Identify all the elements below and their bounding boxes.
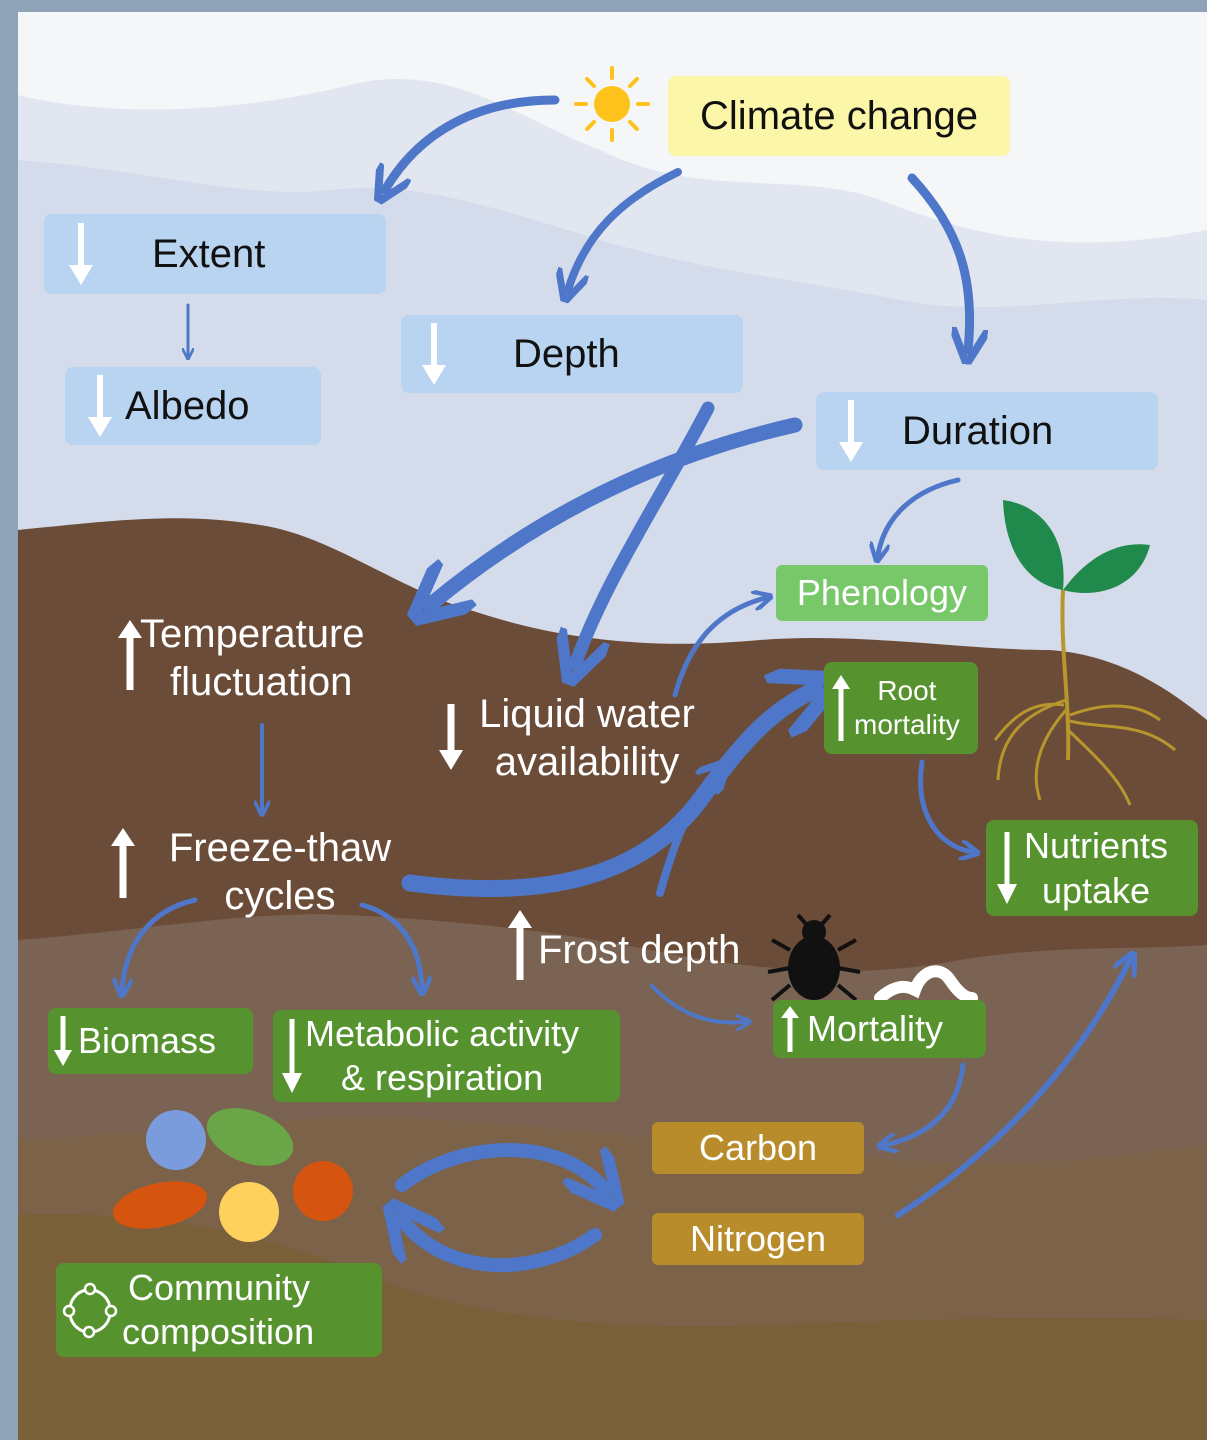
- freeze-line1: Freeze-thaw: [168, 826, 392, 870]
- liquid-water-text: Liquid water availability: [462, 690, 712, 786]
- arrow-community-to-carbon: [395, 1143, 605, 1190]
- extent-label: Extent: [152, 231, 266, 276]
- root-line2: mortality: [854, 709, 960, 740]
- arrow-climate-to-extent: [385, 95, 560, 190]
- arrow-carbon-to-community: [402, 1220, 602, 1272]
- extent-box: Extent: [44, 214, 386, 294]
- decrease-arrow-icon: [439, 704, 463, 770]
- albedo-box: Albedo: [65, 367, 321, 445]
- decrease-arrow-icon: [54, 1016, 72, 1066]
- duration-box: Duration: [816, 392, 1158, 470]
- arrow-nitrogen-to-nutrients: [895, 960, 1130, 1218]
- decrease-arrow-icon: [422, 323, 446, 385]
- arrow-freeze-to-root-mortality: [401, 690, 815, 898]
- nitrogen-box: Nitrogen: [652, 1213, 864, 1265]
- biomass-box: Biomass: [48, 1008, 253, 1074]
- decrease-arrow-icon: [839, 400, 863, 462]
- climate-change-box: Climate change: [668, 76, 1010, 156]
- community-composition-box: Community composition: [56, 1263, 382, 1357]
- temperature-line2: fluctuation: [170, 660, 353, 704]
- mortality-box: Mortality: [773, 1000, 986, 1058]
- duration-label: Duration: [902, 408, 1054, 453]
- depth-label: Depth: [513, 331, 620, 376]
- decrease-arrow-icon: [69, 223, 93, 285]
- increase-arrow-icon: [111, 828, 135, 898]
- climate-change-label: Climate change: [700, 93, 978, 138]
- arrow-root-to-nutrients: [918, 759, 972, 852]
- frost-label: Frost depth: [538, 928, 741, 972]
- community-line1: Community: [128, 1267, 311, 1309]
- increase-arrow-icon: [118, 620, 142, 690]
- depth-box: Depth: [401, 315, 743, 393]
- arrow-duration-to-phenology: [878, 477, 961, 555]
- nutrients-uptake-box: Nutrients uptake: [986, 820, 1198, 916]
- metabolic-activity-box: Metabolic activity & respiration: [273, 1010, 620, 1102]
- decrease-arrow-icon: [997, 832, 1017, 904]
- arrow-climate-to-duration: [907, 173, 970, 350]
- seedling-icon: [993, 500, 1176, 806]
- freeze-line2: cycles: [224, 874, 336, 918]
- decrease-arrow-icon: [88, 375, 112, 437]
- liquid-line2: availability: [494, 740, 680, 784]
- metabolic-line1: Metabolic activity: [305, 1013, 580, 1055]
- phenology-box: Phenology: [776, 565, 988, 621]
- cycle-icon: [62, 1282, 118, 1339]
- albedo-label: Albedo: [125, 383, 250, 428]
- liquid-line1: Liquid water: [479, 692, 695, 736]
- carbon-label: Carbon: [698, 1127, 818, 1168]
- root-mortality-box: Root mortality: [824, 662, 978, 754]
- arrow-mortality-to-carbon: [885, 1062, 966, 1145]
- arrow-liquid-to-phenology: [672, 598, 765, 698]
- freeze-thaw-text: Freeze-thaw cycles: [150, 824, 410, 920]
- arrow-freeze-to-metabolic: [359, 902, 422, 988]
- decrease-arrow-icon: [282, 1019, 302, 1093]
- metabolic-line2: & respiration: [341, 1057, 544, 1098]
- root-line1: Root: [877, 675, 937, 707]
- arrow-duration-to-temperature: [430, 417, 803, 605]
- arrow-liquid-to-root-branch: [656, 770, 720, 897]
- beetle-icon: [767, 913, 861, 1002]
- microbe-cluster-icon: [112, 1108, 353, 1242]
- worm-icon: [874, 965, 978, 1004]
- phenology-label: Phenology: [796, 572, 968, 613]
- increase-arrow-icon: [781, 1006, 799, 1052]
- arrow-climate-to-depth: [568, 168, 682, 290]
- temperature-line1: Temperature: [140, 612, 365, 656]
- nitrogen-label: Nitrogen: [689, 1218, 827, 1259]
- arrow-freeze-to-biomass: [122, 897, 198, 990]
- arrow-depth-to-liquid-water: [575, 401, 715, 665]
- frost-depth-text: Frost depth: [538, 926, 768, 974]
- increase-arrow-icon: [508, 910, 532, 980]
- nutrients-line1: Nutrients: [1024, 825, 1169, 866]
- mortality-label: Mortality: [807, 1008, 944, 1049]
- carbon-box: Carbon: [652, 1122, 864, 1174]
- increase-arrow-icon: [832, 675, 850, 741]
- biomass-label: Biomass: [78, 1020, 217, 1061]
- sun-icon: [574, 66, 650, 142]
- temperature-fluctuation-text: Temperature fluctuation: [140, 610, 404, 706]
- community-line2: composition: [122, 1311, 315, 1352]
- arrow-frost-to-mortality: [650, 984, 745, 1023]
- nutrients-line2: uptake: [1041, 870, 1151, 911]
